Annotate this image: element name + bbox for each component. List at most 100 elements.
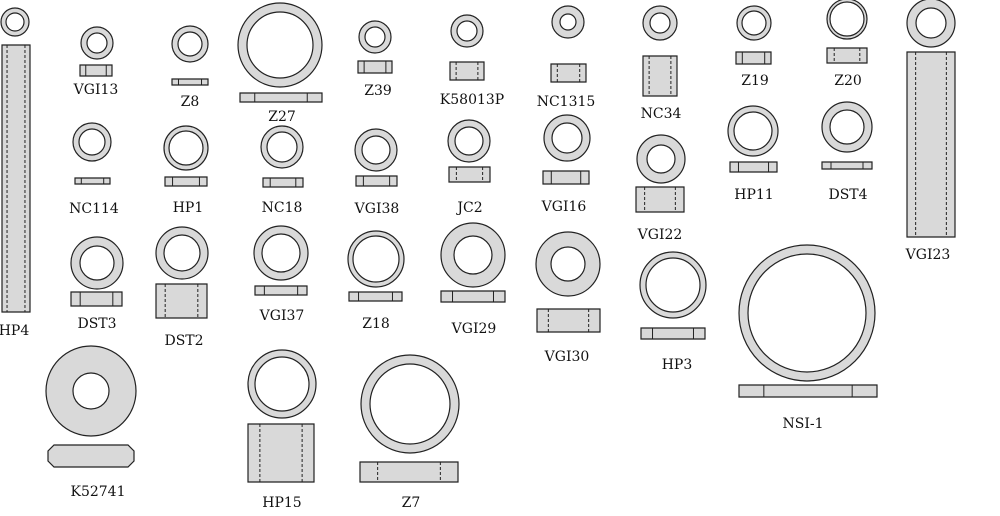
ring-top-view [822, 102, 872, 152]
ring-side-view [643, 56, 677, 96]
part-label-nc1315: NC1315 [536, 94, 596, 110]
part-label-vgi13: VGI13 [73, 82, 119, 98]
part-label-z8: Z8 [180, 94, 200, 110]
ring-side-view [358, 61, 392, 73]
part-label-hp11: HP11 [734, 187, 774, 203]
part-hp11 [728, 106, 778, 172]
ring-top-view [544, 115, 590, 161]
part-label-vgi22: VGI22 [637, 227, 683, 243]
ring-side-view [551, 64, 586, 82]
part-label-z20: Z20 [834, 73, 862, 89]
ring-side-view [248, 424, 314, 482]
part-dst4 [822, 102, 872, 169]
ring-top-view [643, 6, 677, 40]
part-z18 [348, 231, 404, 301]
ring-side-view [822, 162, 872, 169]
ring-top-view [552, 6, 584, 38]
part-k58013p [450, 15, 484, 80]
ring-top-view [1, 8, 29, 36]
ring-top-view [238, 3, 322, 87]
part-z19 [736, 6, 771, 64]
part-jc2 [448, 120, 490, 182]
part-vgi30 [536, 232, 600, 332]
part-z20 [827, 0, 867, 63]
ring-side-view [263, 178, 303, 187]
ring-side-view [349, 292, 402, 301]
part-label-hp4: HP4 [0, 323, 30, 339]
ring-side-view [907, 52, 955, 237]
ring-top-view [637, 135, 685, 183]
part-label-jc2: JC2 [457, 200, 483, 216]
part-label-k52741: K52741 [70, 484, 126, 500]
ring-side-view [75, 178, 110, 184]
ring-top-view [254, 226, 308, 280]
part-hp3 [640, 252, 706, 339]
part-label-nsi-1: NSI-1 [782, 416, 824, 432]
part-vgi16 [543, 115, 590, 184]
part-dst2 [156, 227, 208, 318]
ring-top-view [441, 223, 505, 287]
part-label-vgi30: VGI30 [544, 349, 590, 365]
part-label-hp3: HP3 [661, 357, 693, 373]
ring-top-view [71, 237, 123, 289]
part-nc18 [261, 126, 303, 187]
ring-top-view [355, 129, 397, 171]
ring-side-view [356, 176, 397, 186]
ring-side-view [641, 328, 705, 339]
part-label-z27: Z27 [268, 109, 296, 125]
ring-side-view [739, 385, 877, 397]
part-z27 [238, 3, 322, 102]
ring-side-view [71, 292, 122, 306]
ring-side-view [730, 162, 777, 172]
ring-top-view [81, 27, 113, 59]
ring-top-view [359, 21, 391, 53]
part-z7 [360, 355, 459, 482]
part-label-nc114: NC114 [69, 201, 119, 217]
part-label-hp15: HP15 [262, 495, 302, 511]
part-vgi22 [636, 135, 685, 212]
ring-side-view [172, 79, 208, 85]
part-label-vgi38: VGI38 [354, 201, 400, 217]
part-vgi13 [80, 27, 113, 76]
part-label-z19: Z19 [741, 73, 769, 89]
part-label-dst2: DST2 [164, 333, 204, 349]
part-hp1 [164, 126, 208, 186]
part-label-k58013p: K58013P [439, 92, 505, 108]
part-dst3 [71, 237, 123, 306]
ring-side-view [636, 187, 684, 212]
part-vgi23 [907, 0, 955, 237]
ring-side-view [537, 309, 600, 332]
ring-top-view [739, 245, 875, 381]
ring-side-view [156, 284, 207, 318]
part-label-nc34: NC34 [640, 106, 682, 122]
part-label-dst4: DST4 [828, 187, 868, 203]
ring-top-view [536, 232, 600, 296]
ring-top-view [261, 126, 303, 168]
ring-side-view [827, 48, 867, 63]
part-nc34 [643, 6, 677, 96]
ring-side-view [48, 445, 134, 467]
ring-side-view [2, 45, 30, 312]
part-label-dst3: DST3 [77, 316, 117, 332]
ring-top-view [737, 6, 771, 40]
ring-side-view [449, 167, 490, 182]
ring-top-view [907, 0, 955, 47]
ring-top-view [156, 227, 208, 279]
ring-top-view [728, 106, 778, 156]
ring-top-view [361, 355, 459, 453]
part-nc1315 [551, 6, 586, 82]
part-vgi37 [254, 226, 308, 295]
ring-top-view [172, 26, 208, 62]
ring-side-view [240, 93, 322, 102]
part-label-vgi16: VGI16 [541, 199, 587, 215]
ring-top-view [46, 346, 136, 436]
ring-top-view [348, 231, 404, 287]
part-label-vgi23: VGI23 [905, 247, 951, 263]
part-k52741 [46, 346, 136, 467]
part-hp15 [248, 350, 316, 482]
part-label-nc18: NC18 [261, 200, 303, 216]
part-z8 [172, 26, 208, 85]
part-z39 [358, 21, 392, 73]
